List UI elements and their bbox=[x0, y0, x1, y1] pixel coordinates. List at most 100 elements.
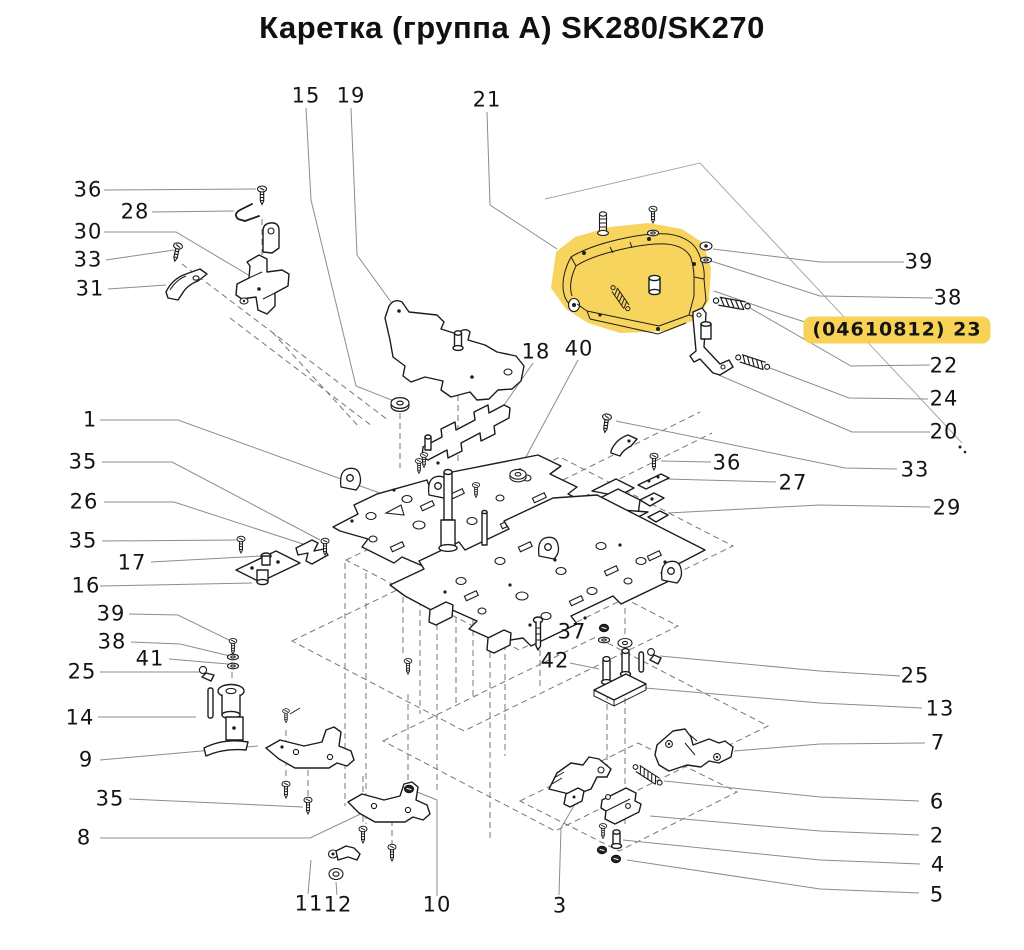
part-label-17: 17 bbox=[117, 550, 147, 575]
leader-line-33-b bbox=[615, 420, 898, 470]
part-drawing-25-clip-left bbox=[198, 665, 215, 682]
leader-line-41 bbox=[168, 658, 229, 665]
leader-line-35-a bbox=[102, 461, 321, 541]
part-label-36-b: 36 bbox=[712, 450, 742, 475]
part-label-38-b: 38 bbox=[933, 285, 963, 310]
part-label-39-b: 39 bbox=[904, 249, 934, 274]
leader-line-12 bbox=[335, 881, 338, 896]
part-label-24: 24 bbox=[929, 386, 959, 411]
part-label-36-a: 36 bbox=[73, 177, 103, 202]
leader-line-18 bbox=[499, 362, 534, 412]
part-drawing-7-bracket bbox=[654, 728, 734, 772]
part-label-41: 41 bbox=[135, 646, 165, 671]
leader-line-19 bbox=[350, 107, 392, 303]
part-drawing-21-stud bbox=[597, 211, 609, 237]
part-label-37: 37 bbox=[557, 619, 587, 644]
leader-line-7 bbox=[733, 742, 926, 752]
part-label-18: 18 bbox=[521, 339, 551, 364]
leader-line-1 bbox=[100, 419, 389, 497]
leader-line-5 bbox=[626, 859, 920, 894]
leader-line-35-c bbox=[128, 798, 304, 808]
leader-line-39-b bbox=[712, 248, 904, 263]
part-drawing-24-spring bbox=[734, 352, 772, 372]
leader-line-30 bbox=[104, 231, 251, 277]
part-drawing-36-screw-right bbox=[649, 452, 659, 471]
part-drawing-25-clip-right bbox=[647, 648, 662, 665]
part-drawing-30-cross-bracket bbox=[235, 222, 290, 315]
leader-line-17 bbox=[150, 555, 263, 563]
leader-lines bbox=[98, 107, 934, 896]
page-title: Каретка (группа А) SK280/SK270 bbox=[259, 10, 765, 45]
part-drawing-36-top-screw bbox=[256, 185, 268, 206]
leader-line-31 bbox=[107, 284, 167, 290]
leader-line-35-b bbox=[101, 539, 237, 542]
leader-line-27 bbox=[665, 478, 777, 483]
part-label-13: 13 bbox=[925, 696, 955, 721]
leader-line-16 bbox=[99, 582, 253, 587]
part-drawing-18-h-plate bbox=[414, 404, 511, 474]
part-label-33-a: 33 bbox=[73, 247, 103, 272]
part-label-35-b: 35 bbox=[68, 528, 98, 553]
leader-line-38-b bbox=[710, 260, 934, 299]
part-drawing-3-lever bbox=[548, 756, 612, 808]
part-label-11: 11 bbox=[294, 891, 324, 916]
leader-line-36-b bbox=[660, 460, 712, 463]
part-label-4: 4 bbox=[930, 852, 946, 877]
part-label-27: 27 bbox=[778, 470, 808, 495]
part-drawing-6-spring bbox=[631, 762, 665, 788]
part-label-5: 5 bbox=[929, 882, 945, 907]
part-label-30: 30 bbox=[73, 219, 103, 244]
part-drawing-37-screw bbox=[532, 616, 544, 651]
part-drawing-27-plate bbox=[637, 473, 670, 490]
part-label-6: 6 bbox=[929, 789, 945, 814]
leader-line-28 bbox=[151, 210, 235, 213]
highlight-part-23 bbox=[551, 223, 711, 333]
leader-line-25-b bbox=[659, 655, 901, 677]
part-drawing-12-nut bbox=[328, 867, 344, 881]
highlighted-part-label-23: (04610812) 23 bbox=[803, 316, 991, 344]
part-label-39-a: 39 bbox=[96, 601, 126, 626]
leader-line-38-a bbox=[130, 641, 231, 657]
leader-line-4 bbox=[622, 839, 921, 865]
part-drawing-19-top-plate bbox=[384, 299, 525, 401]
part-label-33-b: 33 bbox=[900, 457, 930, 482]
leader-line-21 bbox=[486, 111, 558, 250]
part-drawing-1-main-plate bbox=[332, 454, 649, 593]
leader-line-15 bbox=[305, 107, 395, 402]
leader-line-8 bbox=[100, 800, 389, 839]
part-drawing-15-nut bbox=[390, 397, 410, 412]
part-drawing-31-curved-strip bbox=[165, 268, 208, 301]
part-drawing-11-clip bbox=[327, 845, 361, 861]
leader-line-6 bbox=[663, 780, 920, 802]
leader-line-29 bbox=[667, 504, 931, 514]
leader-line-2 bbox=[649, 815, 920, 836]
part-drawing-4-5-fasteners bbox=[596, 823, 623, 864]
part-drawing-14-cam-assembly bbox=[203, 683, 249, 757]
part-label-28: 28 bbox=[120, 199, 150, 224]
part-label-35-a: 35 bbox=[68, 449, 98, 474]
part-label-12: 12 bbox=[323, 892, 353, 917]
part-label-9: 9 bbox=[78, 747, 94, 772]
part-label-16: 16 bbox=[71, 573, 101, 598]
leader-line-36-a bbox=[103, 188, 257, 191]
part-label-25-b: 25 bbox=[900, 663, 930, 688]
part-drawing-22-spring bbox=[712, 295, 752, 312]
part-drawing-20-bracket bbox=[689, 307, 734, 376]
part-label-21: 21 bbox=[472, 87, 502, 112]
part-label-8: 8 bbox=[76, 825, 92, 850]
part-label-35-c: 35 bbox=[95, 786, 125, 811]
part-label-26: 26 bbox=[69, 489, 99, 514]
part-label-19: 19 bbox=[336, 83, 366, 108]
leader-line-24 bbox=[769, 367, 929, 400]
part-drawing-16-bracket bbox=[235, 535, 330, 586]
leader-line-39-a bbox=[128, 613, 232, 642]
leader-line-22 bbox=[749, 307, 931, 367]
leader-line-3 bbox=[558, 796, 580, 896]
part-label-1: 1 bbox=[82, 407, 98, 432]
leader-line-10 bbox=[411, 789, 438, 896]
part-drawing-2-lower-plate bbox=[389, 494, 706, 654]
part-label-2: 2 bbox=[929, 823, 945, 848]
part-label-10: 10 bbox=[422, 892, 452, 917]
